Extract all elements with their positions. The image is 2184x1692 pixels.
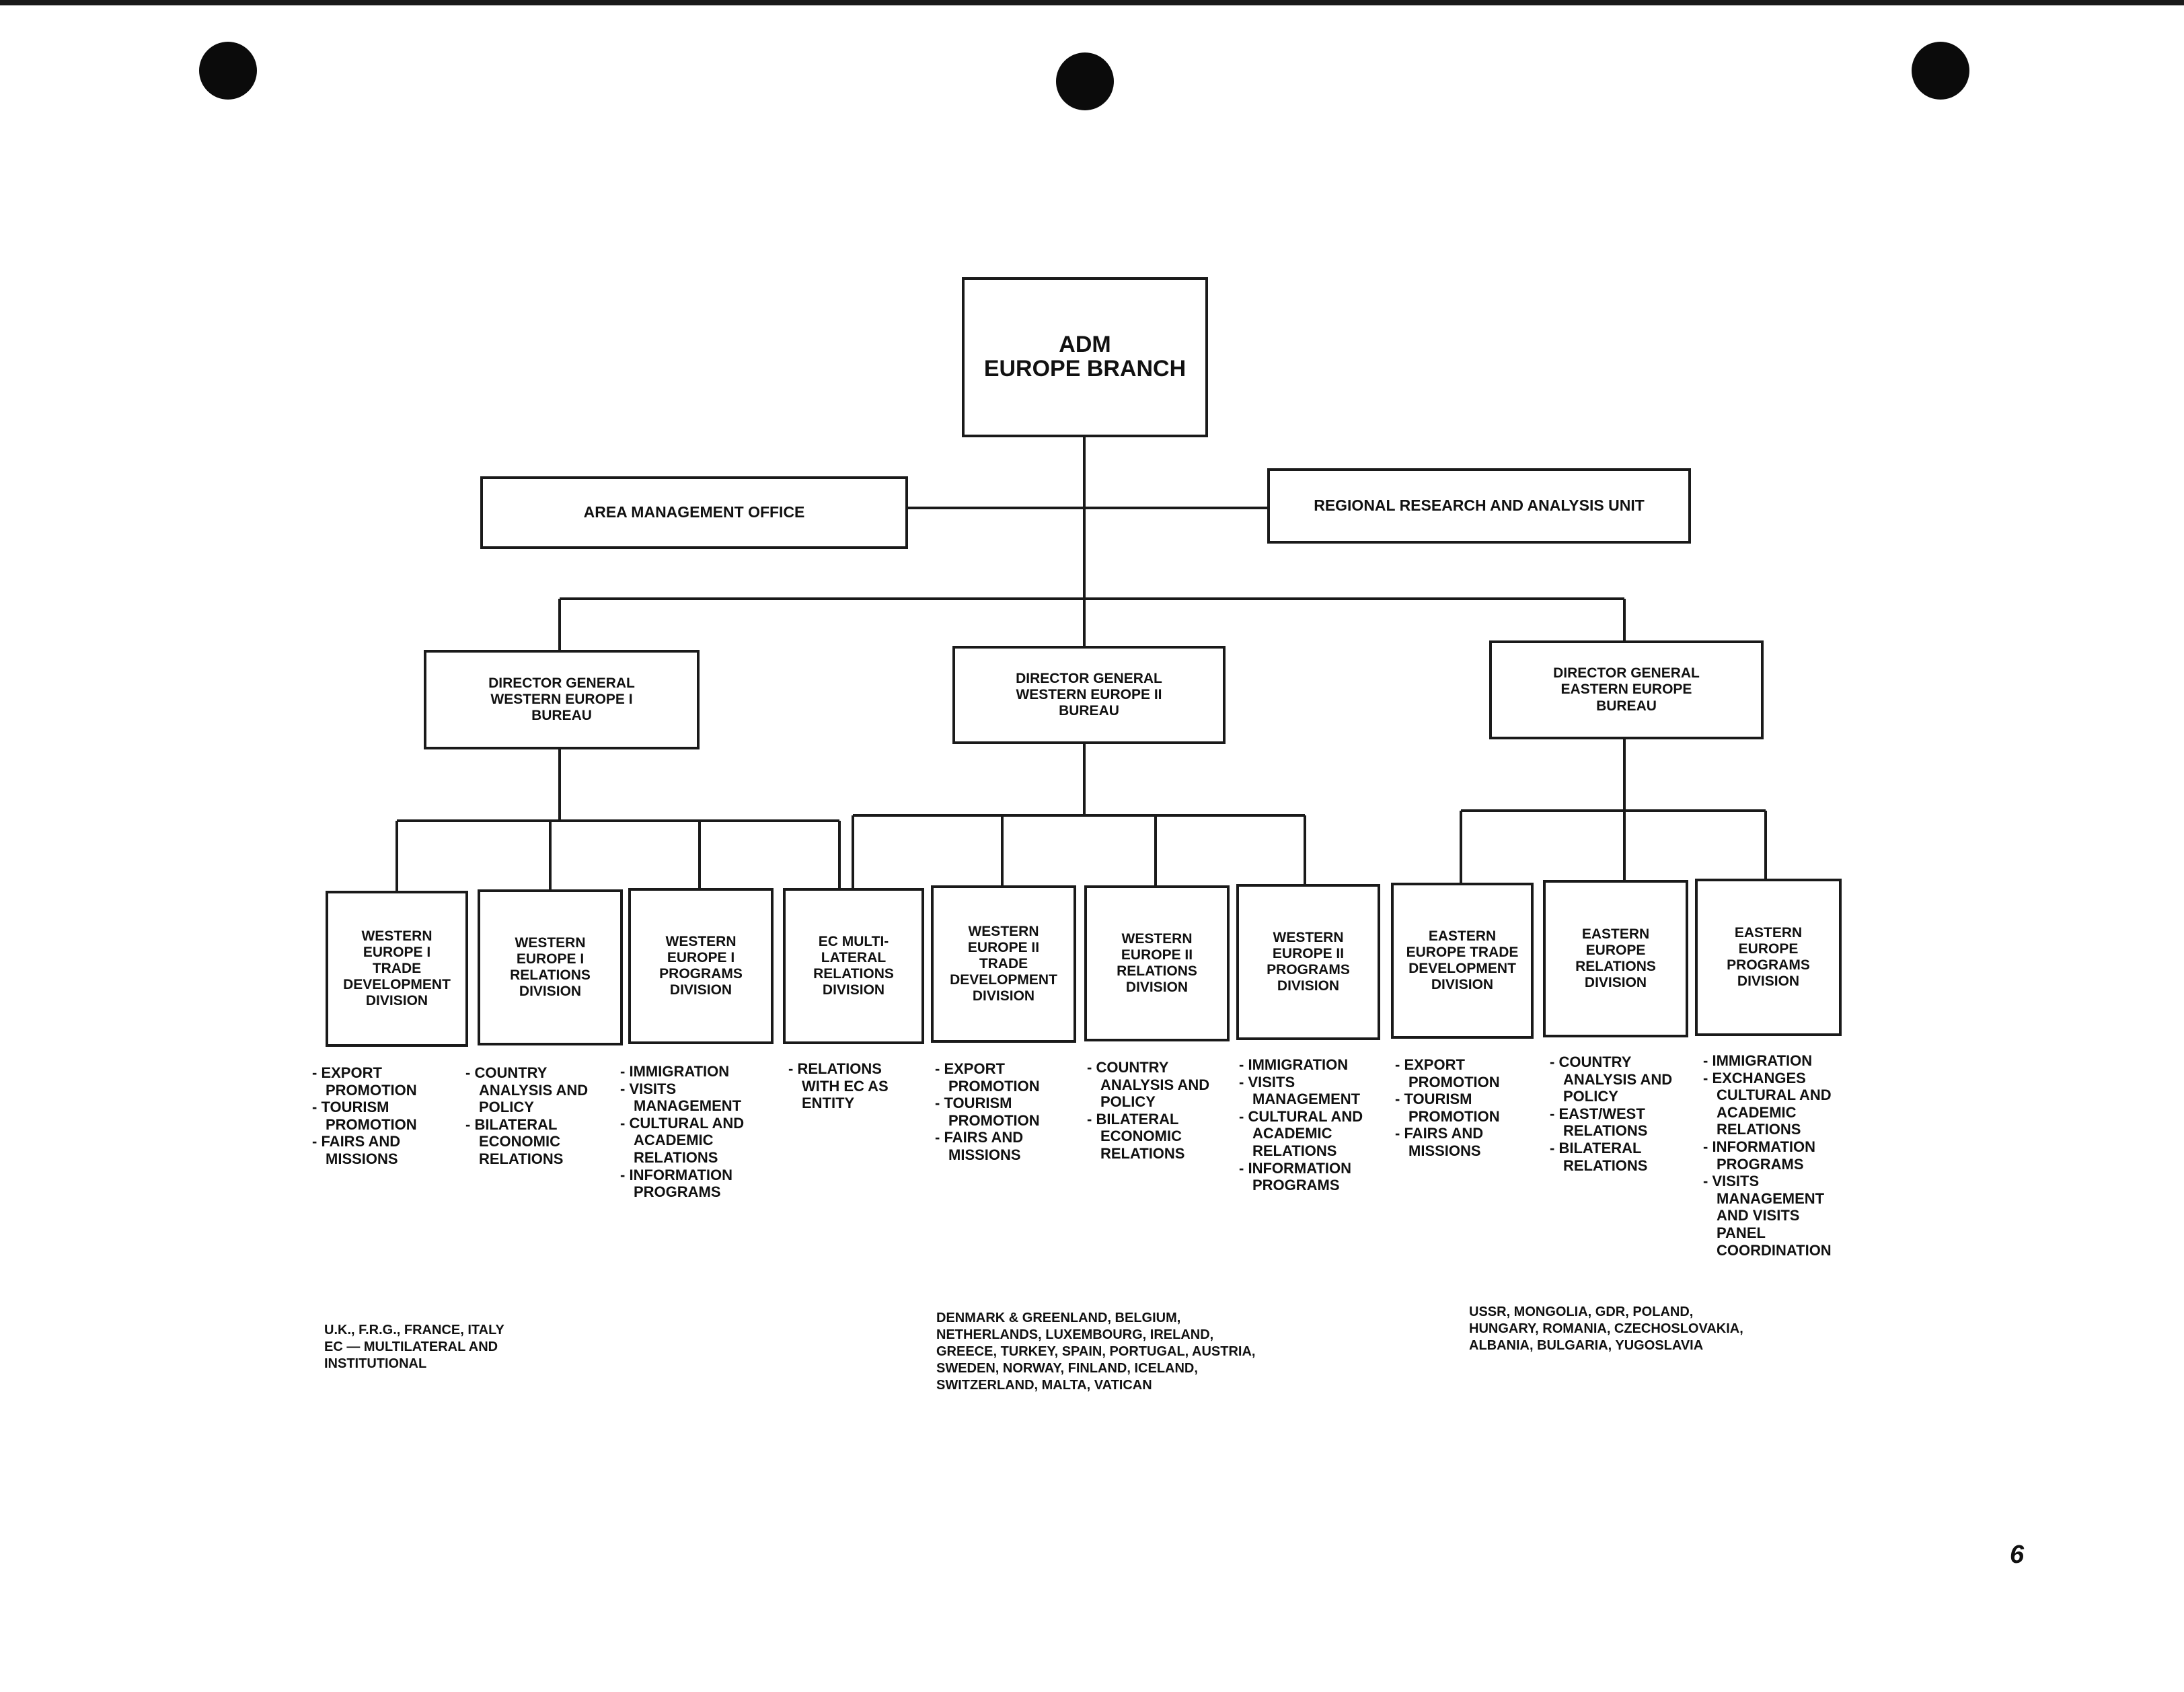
responsibility-item: TOURISM PROMOTION	[312, 1099, 453, 1133]
division-we1-relations-box: WESTERN EUROPE I RELATIONS DIVISION	[478, 889, 623, 1045]
responsibility-item: EAST/WEST RELATIONS	[1550, 1105, 1694, 1140]
responsibility-item: EXCHANGES CULTURAL AND ACADEMIC RELATION…	[1703, 1070, 1858, 1138]
bureau-eastern-europe-box: DIRECTOR GENERAL EASTERN EUROPE BUREAU	[1489, 640, 1764, 739]
regional-research-unit-box: REGIONAL RESEARCH AND ANALYSIS UNIT	[1267, 468, 1691, 544]
responsibility-item: EXPORT PROMOTION	[935, 1060, 1076, 1095]
division-label: WESTERN EUROPE II PROGRAMS DIVISION	[1267, 929, 1350, 994]
binder-hole-left	[199, 42, 257, 100]
regional-research-unit-label: REGIONAL RESEARCH AND ANALYSIS UNIT	[1314, 496, 1645, 515]
responsibility-item: INFORMATION PROGRAMS	[620, 1167, 774, 1201]
division-label: EASTERN EUROPE RELATIONS DIVISION	[1575, 926, 1656, 991]
responsibilities-we1-trade: EXPORT PROMOTION TOURISM PROMOTION FAIRS…	[312, 1064, 453, 1168]
area-management-office-box: AREA MANAGEMENT OFFICE	[480, 476, 908, 549]
division-we2-relations-box: WESTERN EUROPE II RELATIONS DIVISION	[1084, 885, 1230, 1041]
responsibility-item: EXPORT PROMOTION	[312, 1064, 453, 1099]
division-label: EC MULTI- LATERAL RELATIONS DIVISION	[813, 933, 894, 998]
responsibility-item: RELATIONS WITH EC AS ENTITY	[788, 1060, 923, 1112]
responsibility-item: IMMIGRATION	[1239, 1056, 1392, 1074]
responsibility-item: VISITS MANAGEMENT	[1239, 1074, 1392, 1108]
responsibilities-we2-relations: COUNTRY ANALYSIS AND POLICY BILATERAL EC…	[1087, 1059, 1235, 1163]
division-label: WESTERN EUROPE I RELATIONS DIVISION	[510, 934, 591, 1000]
responsibility-item: CULTURAL AND ACADEMIC RELATIONS	[620, 1115, 774, 1167]
binder-hole-center	[1056, 52, 1114, 110]
division-label: WESTERN EUROPE II TRADE DEVELOPMENT DIVI…	[950, 923, 1057, 1004]
bureau-western-europe-1-box: DIRECTOR GENERAL WESTERN EUROPE I BUREAU	[424, 650, 700, 749]
responsibility-item: TOURISM PROMOTION	[935, 1095, 1076, 1129]
division-we1-programs-box: WESTERN EUROPE I PROGRAMS DIVISION	[628, 888, 774, 1044]
division-ee-programs-box: EASTERN EUROPE PROGRAMS DIVISION	[1695, 879, 1842, 1036]
division-ee-trade-box: EASTERN EUROPE TRADE DEVELOPMENT DIVISIO…	[1391, 883, 1534, 1039]
responsibility-item: BILATERAL ECONOMIC RELATIONS	[465, 1116, 613, 1168]
responsibility-item: INFORMATION PROGRAMS	[1703, 1138, 1858, 1173]
page-number: 6	[2010, 1541, 2025, 1569]
responsibilities-we2-programs: IMMIGRATION VISITS MANAGEMENT CULTURAL A…	[1239, 1056, 1392, 1194]
responsibilities-ee-trade: EXPORT PROMOTION TOURISM PROMOTION FAIRS…	[1395, 1056, 1536, 1160]
countries-eastern-europe: USSR, MONGOLIA, GDR, POLAND, HUNGARY, RO…	[1469, 1304, 1743, 1353]
responsibility-item: COUNTRY ANALYSIS AND POLICY	[1550, 1054, 1694, 1105]
bureau-eastern-europe-label: DIRECTOR GENERAL EASTERN EUROPE BUREAU	[1553, 665, 1700, 714]
responsibility-item: FAIRS AND MISSIONS	[1395, 1125, 1536, 1159]
responsibility-item: IMMIGRATION	[1703, 1052, 1858, 1070]
responsibility-item: VISITS MANAGEMENT	[620, 1080, 774, 1115]
countries-western-europe-2: DENMARK & GREENLAND, BELGIUM, NETHERLAND…	[936, 1311, 1256, 1393]
division-we1-trade-box: WESTERN EUROPE I TRADE DEVELOPMENT DIVIS…	[326, 891, 468, 1047]
responsibility-item: CULTURAL AND ACADEMIC RELATIONS	[1239, 1108, 1392, 1160]
responsibility-item: COUNTRY ANALYSIS AND POLICY	[1087, 1059, 1235, 1111]
responsibility-item: FAIRS AND MISSIONS	[935, 1129, 1076, 1163]
countries-western-europe-1: U.K., F.R.G., FRANCE, ITALY EC — MULTILA…	[324, 1323, 504, 1371]
division-label: WESTERN EUROPE I TRADE DEVELOPMENT DIVIS…	[343, 928, 451, 1009]
responsibility-item: EXPORT PROMOTION	[1395, 1056, 1536, 1091]
responsibilities-ec-multilateral: RELATIONS WITH EC AS ENTITY	[788, 1060, 923, 1112]
bureau-western-europe-2-label: DIRECTOR GENERAL WESTERN EUROPE II BUREA…	[1016, 670, 1162, 719]
responsibility-item: FAIRS AND MISSIONS	[312, 1133, 453, 1167]
responsibilities-we1-programs: IMMIGRATION VISITS MANAGEMENT CULTURAL A…	[620, 1063, 774, 1201]
adm-europe-branch-label: ADM EUROPE BRANCH	[983, 332, 1187, 381]
responsibilities-ee-programs: IMMIGRATION EXCHANGES CULTURAL AND ACADE…	[1703, 1052, 1858, 1259]
division-label: WESTERN EUROPE II RELATIONS DIVISION	[1117, 930, 1197, 996]
division-we2-trade-box: WESTERN EUROPE II TRADE DEVELOPMENT DIVI…	[931, 885, 1076, 1043]
responsibility-item: INFORMATION PROGRAMS	[1239, 1160, 1392, 1194]
division-ec-multilateral-box: EC MULTI- LATERAL RELATIONS DIVISION	[783, 888, 924, 1044]
bureau-western-europe-1-label: DIRECTOR GENERAL WESTERN EUROPE I BUREAU	[488, 675, 635, 724]
responsibility-item: BILATERAL RELATIONS	[1550, 1140, 1694, 1174]
division-we2-programs-box: WESTERN EUROPE II PROGRAMS DIVISION	[1236, 884, 1380, 1040]
bureau-western-europe-2-box: DIRECTOR GENERAL WESTERN EUROPE II BUREA…	[952, 646, 1226, 744]
responsibilities-we2-trade: EXPORT PROMOTION TOURISM PROMOTION FAIRS…	[935, 1060, 1076, 1164]
page-top-edge	[0, 0, 2184, 5]
division-label: EASTERN EUROPE PROGRAMS DIVISION	[1727, 924, 1810, 990]
area-management-office-label: AREA MANAGEMENT OFFICE	[583, 503, 805, 521]
division-label: WESTERN EUROPE I PROGRAMS DIVISION	[659, 933, 743, 998]
responsibilities-ee-relations: COUNTRY ANALYSIS AND POLICY EAST/WEST RE…	[1550, 1054, 1694, 1174]
division-label: EASTERN EUROPE TRADE DEVELOPMENT DIVISIO…	[1406, 928, 1519, 993]
responsibility-item: VISITS MANAGEMENT AND VISITS PANEL COORD…	[1703, 1173, 1858, 1259]
division-ee-relations-box: EASTERN EUROPE RELATIONS DIVISION	[1543, 880, 1688, 1037]
responsibility-item: TOURISM PROMOTION	[1395, 1091, 1536, 1125]
binder-hole-right	[1912, 42, 1969, 100]
responsibility-item: BILATERAL ECONOMIC RELATIONS	[1087, 1111, 1235, 1163]
responsibilities-we1-relations: COUNTRY ANALYSIS AND POLICY BILATERAL EC…	[465, 1064, 613, 1168]
responsibility-item: IMMIGRATION	[620, 1063, 774, 1080]
responsibility-item: COUNTRY ANALYSIS AND POLICY	[465, 1064, 613, 1116]
adm-europe-branch-box: ADM EUROPE BRANCH	[962, 277, 1208, 437]
